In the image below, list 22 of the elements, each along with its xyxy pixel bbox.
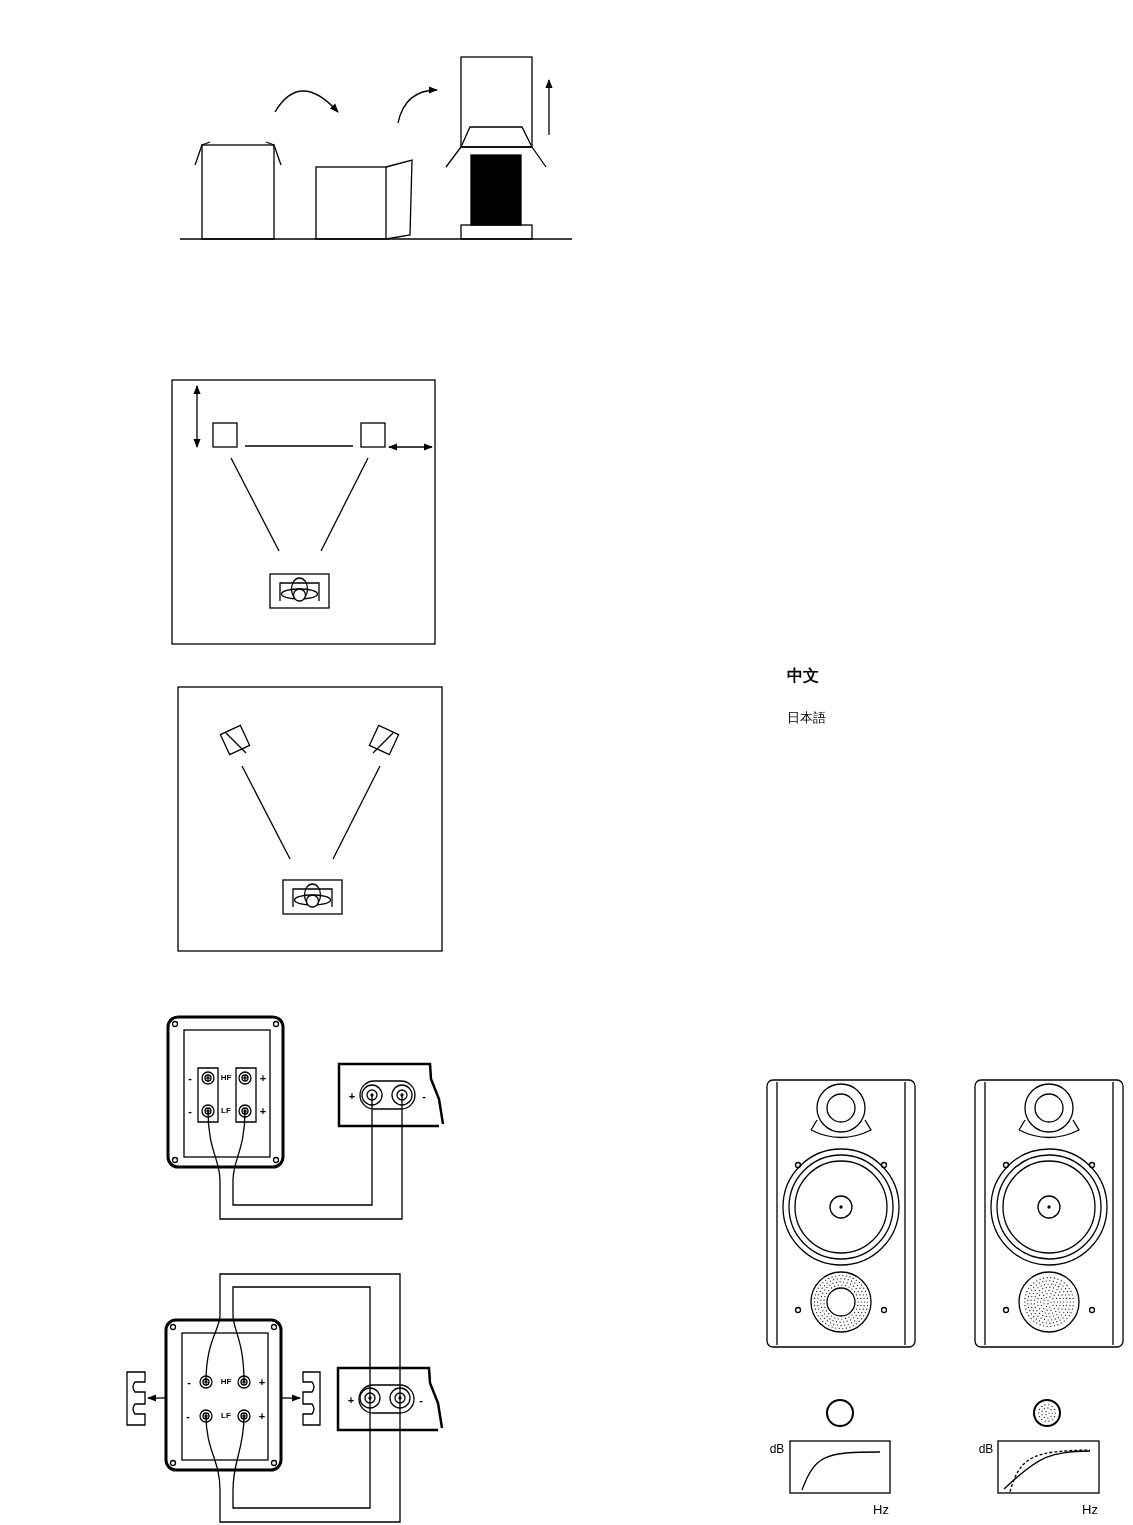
polarity-sign: + <box>259 1105 267 1117</box>
polarity-sign: + <box>347 1394 355 1406</box>
axis-label: Hz <box>873 1502 889 1516</box>
polarity-sign: - <box>187 1376 191 1388</box>
terminal-label: HF <box>220 1074 232 1082</box>
terminal-label: LF <box>221 1412 231 1420</box>
axis-label: dB <box>978 1443 994 1455</box>
axis-label: Hz <box>1082 1502 1098 1516</box>
polarity-sign: + <box>258 1410 266 1422</box>
axis-label: dB <box>769 1443 785 1455</box>
polarity-sign: - <box>186 1410 190 1422</box>
polarity-sign: - <box>188 1072 192 1084</box>
polarity-sign: - <box>422 1090 426 1102</box>
polarity-sign: + <box>259 1072 267 1084</box>
terminal-label: LF <box>221 1107 231 1115</box>
language-label: 中文 <box>787 668 819 684</box>
terminal-label: HF <box>220 1378 232 1386</box>
polarity-sign: - <box>188 1105 192 1117</box>
language-label: 日本語 <box>786 710 826 724</box>
polarity-sign: + <box>348 1090 356 1102</box>
polarity-sign: - <box>419 1394 423 1406</box>
polarity-sign: + <box>258 1376 266 1388</box>
